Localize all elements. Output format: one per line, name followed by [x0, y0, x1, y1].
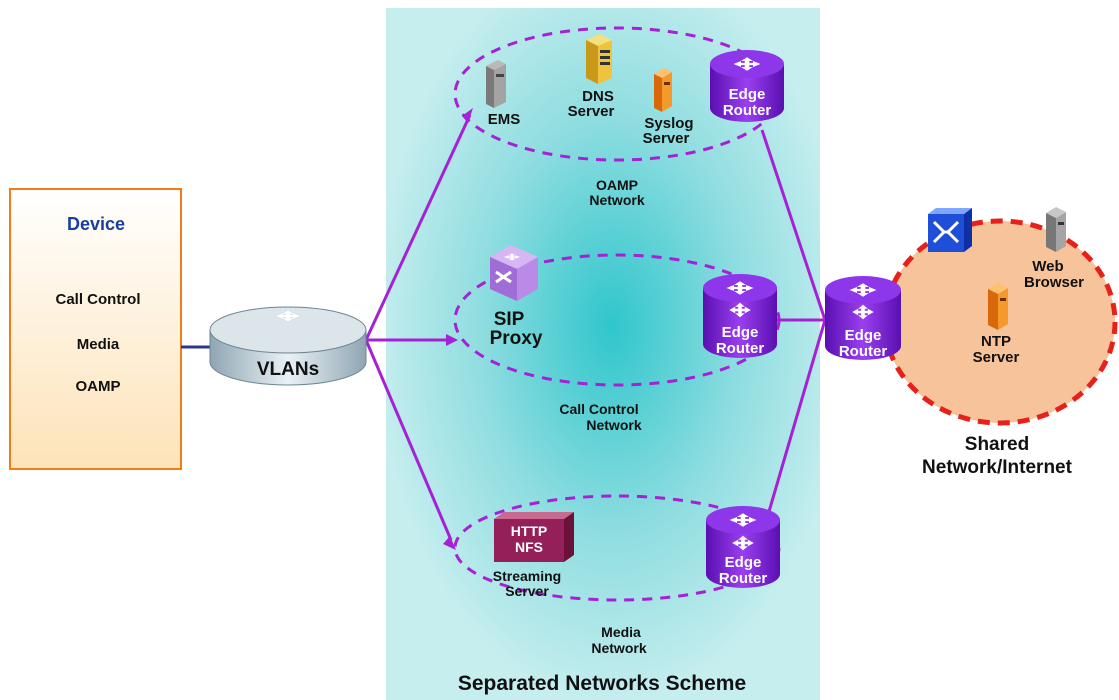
device-box: Device Call Control Media OAMP [9, 188, 182, 470]
oamp-network-label-1: OAMP [596, 177, 638, 193]
call-control-network-label-2: Network [586, 417, 641, 433]
sip-label: SIP [494, 309, 525, 330]
separated-networks-caption: Separated Networks Scheme [458, 672, 746, 695]
shared-router-label-2: Router [839, 343, 887, 360]
ems-server-icon [486, 60, 506, 108]
device-item-media: Media [77, 336, 120, 353]
ntp-server-icon [988, 283, 1008, 330]
web-browser-label-2: Browser [1024, 274, 1084, 291]
ntp-label-1: NTP [981, 333, 1011, 350]
ntp-label-2: Server [973, 349, 1020, 366]
proxy-label: Proxy [490, 328, 543, 349]
switch-icon [928, 208, 972, 252]
syslog-server-icon [654, 68, 672, 112]
streaming-label-1: Streaming [493, 568, 561, 584]
media-router-label-1: Edge [725, 554, 762, 571]
vlan-links [364, 114, 472, 541]
web-browser-server-icon [1046, 207, 1066, 252]
streaming-server-icon [494, 512, 574, 562]
shared-edge-router-icon [825, 276, 901, 360]
device-title: Device [67, 214, 125, 234]
vlans-label: VLANs [257, 359, 319, 380]
device-item-call-control: Call Control [56, 291, 141, 308]
syslog-label-1: Syslog [644, 115, 693, 132]
call-control-edge-router-icon [703, 274, 777, 358]
call-control-router-label-1: Edge [722, 324, 759, 341]
call-control-network-label-1: Call Control [559, 401, 638, 417]
oamp-router-label-2: Router [723, 102, 771, 119]
nfs-label: NFS [515, 539, 543, 555]
vlans-hub: VLANs [209, 306, 367, 386]
media-router-label-2: Router [719, 570, 767, 587]
dns-label-1: DNS [582, 88, 614, 105]
dns-server-icon [586, 34, 612, 84]
shared-network-label-2: Network/Internet [922, 457, 1073, 478]
streaming-label-2: Server [505, 583, 549, 599]
oamp-network-label-2: Network [589, 192, 644, 208]
dns-label-2: Server [568, 103, 615, 120]
shared-network-label-1: Shared [965, 434, 1029, 455]
media-edge-router-icon [706, 506, 780, 588]
oamp-edge-router-icon [710, 50, 784, 122]
call-control-network-ellipse [453, 253, 781, 387]
device-item-oamp: OAMP [76, 378, 121, 395]
shared-router-label-1: Edge [845, 327, 882, 344]
http-label: HTTP [511, 523, 548, 539]
ems-label: EMS [488, 111, 521, 128]
media-network-label-2: Network [591, 640, 646, 656]
sip-proxy-icon [490, 245, 538, 301]
web-browser-label-1: Web [1032, 258, 1063, 275]
edge-router-links [760, 129, 827, 516]
media-network-label-1: Media [601, 624, 641, 640]
syslog-label-2: Server [643, 130, 690, 147]
call-control-router-label-2: Router [716, 340, 764, 357]
oamp-router-label-1: Edge [729, 86, 766, 103]
vlan-link-arrowheads [443, 108, 473, 550]
